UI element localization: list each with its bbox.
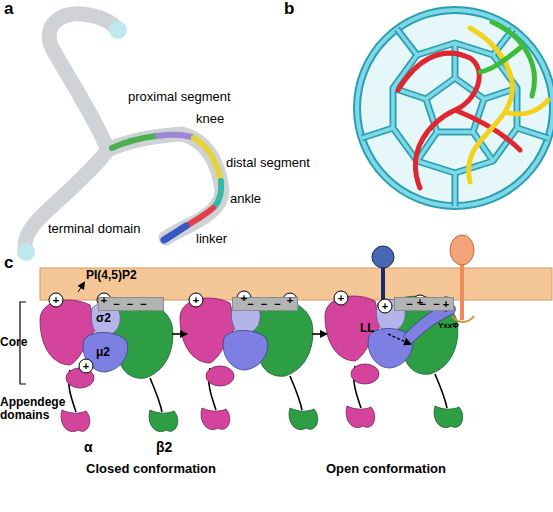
terminal-domain <box>109 21 127 39</box>
charge-sign: + <box>53 294 59 306</box>
ankle-segment <box>215 181 221 206</box>
charge-text: − − − <box>113 299 148 310</box>
charge-circle <box>79 359 93 373</box>
subunit-label: μ2 <box>96 346 110 359</box>
terminal-domain <box>17 243 35 261</box>
charge-sign: + <box>241 292 247 304</box>
state-label: Closed conformation <box>86 462 216 476</box>
charge-sign: + <box>101 294 107 306</box>
charge-sign: + <box>417 296 423 308</box>
charge-sign: + <box>287 294 293 306</box>
charge-text: − − − <box>406 299 441 310</box>
part-name: ankle <box>230 192 261 206</box>
subunit-label: β2 <box>156 440 172 455</box>
ap2-closed <box>40 300 178 432</box>
triskelion-leg <box>49 14 118 150</box>
ap2-complex <box>325 296 463 428</box>
motif-label: LL <box>360 322 375 335</box>
cargo-head <box>372 246 394 268</box>
part-name: knee <box>196 112 224 126</box>
triskelion-yellow <box>469 28 548 182</box>
charge-sign: + <box>338 292 344 304</box>
step-arrow <box>312 333 326 335</box>
charge-circle <box>49 293 63 307</box>
charge-sign: + <box>83 360 89 372</box>
ap2-open <box>325 296 463 428</box>
terminal-domain <box>164 226 186 240</box>
charge-sign: + <box>382 300 388 312</box>
cargo-stick <box>460 262 464 320</box>
cage-lattice <box>362 29 548 206</box>
clathrin-cage <box>357 10 553 206</box>
ap2-complex <box>40 300 178 432</box>
part-name: terminal domain <box>48 222 141 236</box>
cargo-head <box>450 235 474 265</box>
cage-outline <box>357 10 553 206</box>
triskelion-leg <box>25 150 108 252</box>
membrane <box>40 268 552 300</box>
panel-letter: b <box>284 0 294 19</box>
state-label: Open conformation <box>326 462 446 476</box>
binding-arrow <box>388 334 410 344</box>
panel-letter: a <box>4 0 13 19</box>
distal-segment <box>194 138 220 178</box>
subunit-label: α <box>84 440 93 455</box>
cage-outline <box>357 10 553 206</box>
charge-sign: + <box>193 294 199 306</box>
triskelion <box>17 14 222 261</box>
panel-letter: c <box>4 254 13 273</box>
part-name: linker <box>196 232 227 246</box>
lipid-patch: − − − <box>98 297 164 311</box>
triskelion-green <box>480 22 534 96</box>
charge-circle <box>378 299 392 313</box>
pointer-arrow <box>78 283 84 292</box>
charge-circle <box>189 293 203 307</box>
charge-circle <box>334 291 348 305</box>
proximal-segment <box>112 136 156 148</box>
linker-segment <box>188 208 213 225</box>
charge-text: − − − <box>247 299 282 310</box>
region-label: Core <box>0 336 27 349</box>
charge-sign: + <box>443 298 449 310</box>
part-name: distal segment <box>226 156 310 170</box>
cage-lattice <box>362 29 548 206</box>
part-name: proximal segment <box>128 90 231 104</box>
subunit-label: σ2 <box>96 312 111 325</box>
motif-label: YxxΦ <box>438 322 459 331</box>
knee-segment <box>158 135 192 137</box>
ap2-complex <box>180 298 318 430</box>
ap2-intermediate <box>180 298 318 430</box>
step-arrow <box>172 333 186 335</box>
cage-lattice <box>362 29 548 206</box>
lipid-label: PI(4,5)P2 <box>86 269 137 282</box>
region-label: Appendege domains <box>0 396 62 422</box>
